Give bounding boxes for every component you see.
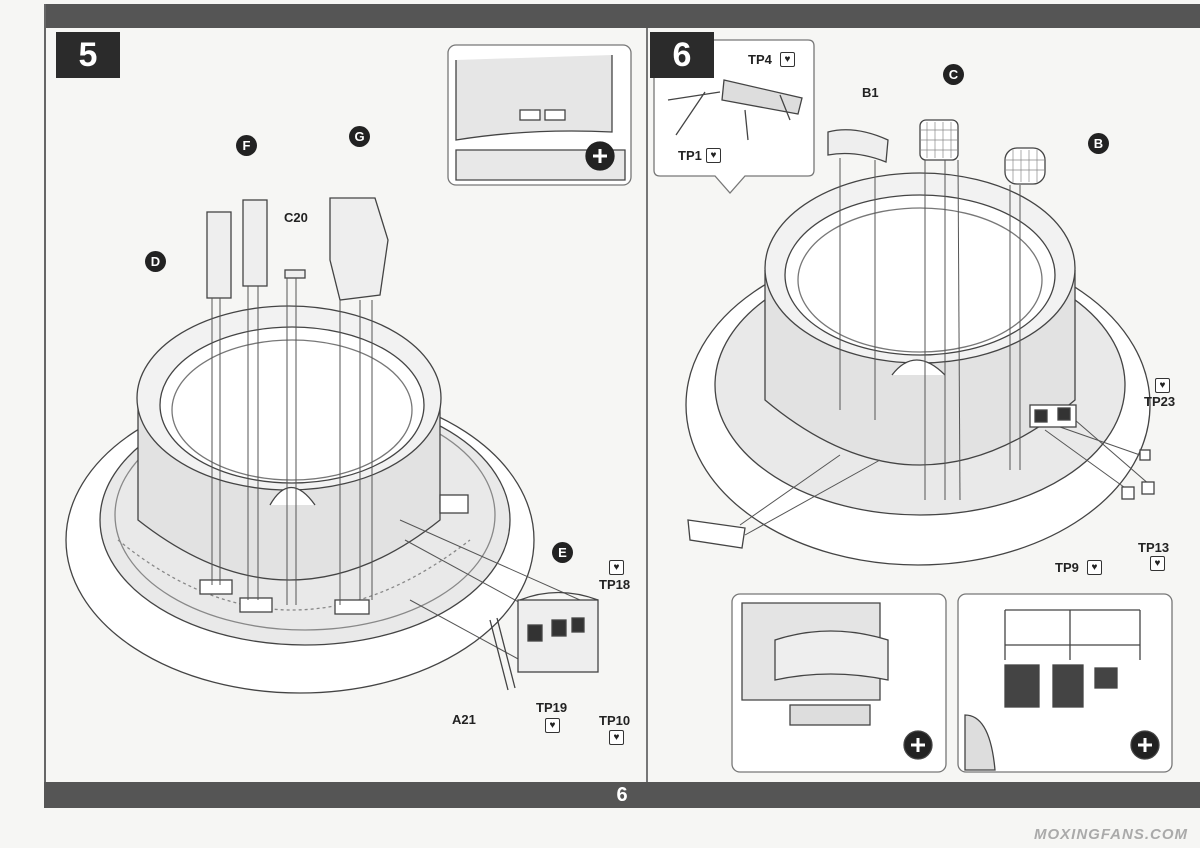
label-tp18: TP18 <box>599 577 631 592</box>
part-b <box>1004 147 1046 185</box>
heart-icon: ♥ <box>609 560 624 575</box>
label-tp4: TP4 <box>748 52 772 67</box>
heart-icon: ♥ <box>780 52 795 67</box>
heart-icon: ♥ <box>706 148 721 163</box>
label-tp10: TP10 <box>599 713 631 728</box>
label-g: G <box>349 126 370 147</box>
page-number: 6 <box>616 784 628 806</box>
label-tp13: TP13 <box>1138 540 1170 555</box>
part-b1 <box>827 129 889 163</box>
label-tp1: TP1 <box>678 148 702 163</box>
label-e: E <box>552 542 573 563</box>
step-6-number: 6 <box>650 32 714 78</box>
watermark: MOXINGFANS.COM <box>1033 826 1188 843</box>
heart-icon: ♥ <box>609 730 624 745</box>
label-a21: A21 <box>452 712 476 727</box>
label-c: C <box>943 64 964 85</box>
page-edge <box>44 4 46 808</box>
label-tp9: TP9 <box>1055 560 1079 575</box>
heart-icon: ♥ <box>545 718 560 733</box>
part-a21 <box>489 617 516 691</box>
step-divider <box>646 28 648 782</box>
part-d <box>206 211 232 299</box>
label-b: B <box>1088 133 1109 154</box>
heart-icon: ♥ <box>1087 560 1102 575</box>
label-f: F <box>236 135 257 156</box>
label-b1: B1 <box>862 85 879 100</box>
label-c20: C20 <box>284 210 308 225</box>
heart-icon: ♥ <box>1155 378 1170 393</box>
step-5-number: 5 <box>56 32 120 78</box>
top-bar <box>44 4 1200 28</box>
label-tp23: TP23 <box>1144 394 1176 409</box>
heart-icon: ♥ <box>1150 556 1165 571</box>
part-g <box>329 197 389 301</box>
label-tp19: TP19 <box>536 700 568 715</box>
label-d: D <box>145 251 166 272</box>
part-f <box>242 199 268 287</box>
bottom-bar: 6 <box>44 782 1200 808</box>
step6-railing <box>687 519 746 549</box>
